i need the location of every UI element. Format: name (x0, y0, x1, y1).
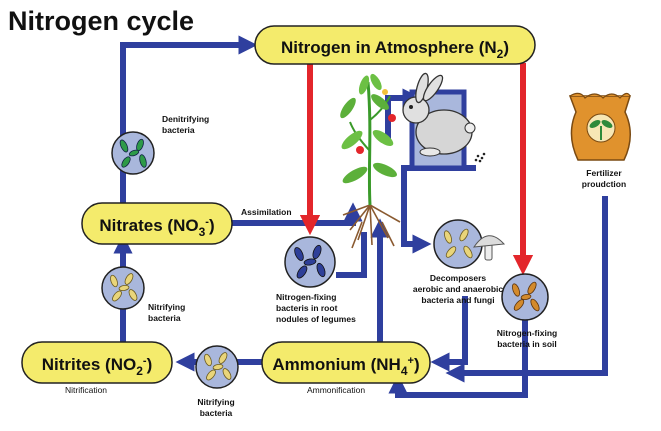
label-legumes-1: Nitrogen-fixing (276, 292, 336, 302)
label-nitrifying-lower-1: Nitrifying (197, 397, 234, 407)
node-nitrates: Nitrates (NO3-) (81, 202, 233, 245)
label-legumes-2: bacteris in root (276, 303, 338, 313)
decomposer-bacteria-icon (433, 219, 483, 269)
label-ammonification: Ammonification (307, 385, 365, 395)
label-assimilation: Assimilation (241, 207, 292, 217)
arrow-soil-to-ammonium (388, 320, 528, 398)
nitrifying-bacteria-upper-icon (101, 266, 145, 310)
node-nitrites: Nitrites (NO2-) (21, 341, 173, 384)
flow-arrows (113, 35, 608, 398)
label-soil-2: bacteria in soil (497, 339, 557, 349)
svg-text:Nitrates (NO3-): Nitrates (NO3-) (99, 216, 214, 239)
label-nitrifying-lower-2: bacteria (200, 408, 233, 418)
nitrifying-bacteria-lower-icon (195, 345, 239, 389)
plant-icon (340, 73, 401, 249)
label-fertilizer-2: proudction (582, 179, 626, 189)
soil-bacteria-icon (501, 273, 549, 321)
rabbit-icon (402, 72, 486, 171)
fertilizer-bag-icon (568, 92, 632, 161)
label-decomposers-3: bacteria and fungi (421, 295, 494, 305)
svg-text:Ammonium (NH4+): Ammonium (NH4+) (272, 355, 419, 378)
label-denitrifying-2: bacteria (162, 125, 195, 135)
svg-text:Nitrogen in Atmosphere (N2): Nitrogen in Atmosphere (N2) (281, 38, 509, 61)
diagram-title: Nitrogen cycle (8, 6, 194, 36)
legume-nodule-bacteria-icon (284, 236, 336, 288)
arrow-denitrification (120, 35, 258, 203)
mushroom-icon (472, 235, 506, 261)
label-nitrification: Nitrification (65, 385, 107, 395)
arrow-decomposers-to-ammonium (430, 296, 468, 372)
label-legumes-3: nodules of legumes (276, 314, 356, 324)
label-soil-1: Nitrogen-fixing (497, 328, 557, 338)
arrow-legumes-to-plant (336, 232, 367, 278)
fixation-arrows (299, 63, 534, 276)
denitrifying-bacteria-icon (111, 131, 155, 175)
label-denitrifying-1: Denitrifying (162, 114, 209, 124)
arrow-assimilation (232, 202, 363, 226)
label-fertilizer-1: Fertilizer (586, 168, 622, 178)
node-atmosphere: Nitrogen in Atmosphere (N2) (254, 25, 536, 65)
node-ammonium: Ammonium (NH4+) (261, 341, 431, 384)
svg-text:Nitrites (NO2-): Nitrites (NO2-) (42, 355, 153, 378)
label-nitrifying-upper-1: Nitrifying (148, 302, 185, 312)
label-decomposers-1: Decomposers (430, 273, 486, 283)
label-decomposers-2: aerobic and anaerobic (413, 284, 503, 294)
label-nitrifying-upper-2: bacteria (148, 313, 181, 323)
arrow-fertilizer-to-ammonium (445, 196, 608, 383)
